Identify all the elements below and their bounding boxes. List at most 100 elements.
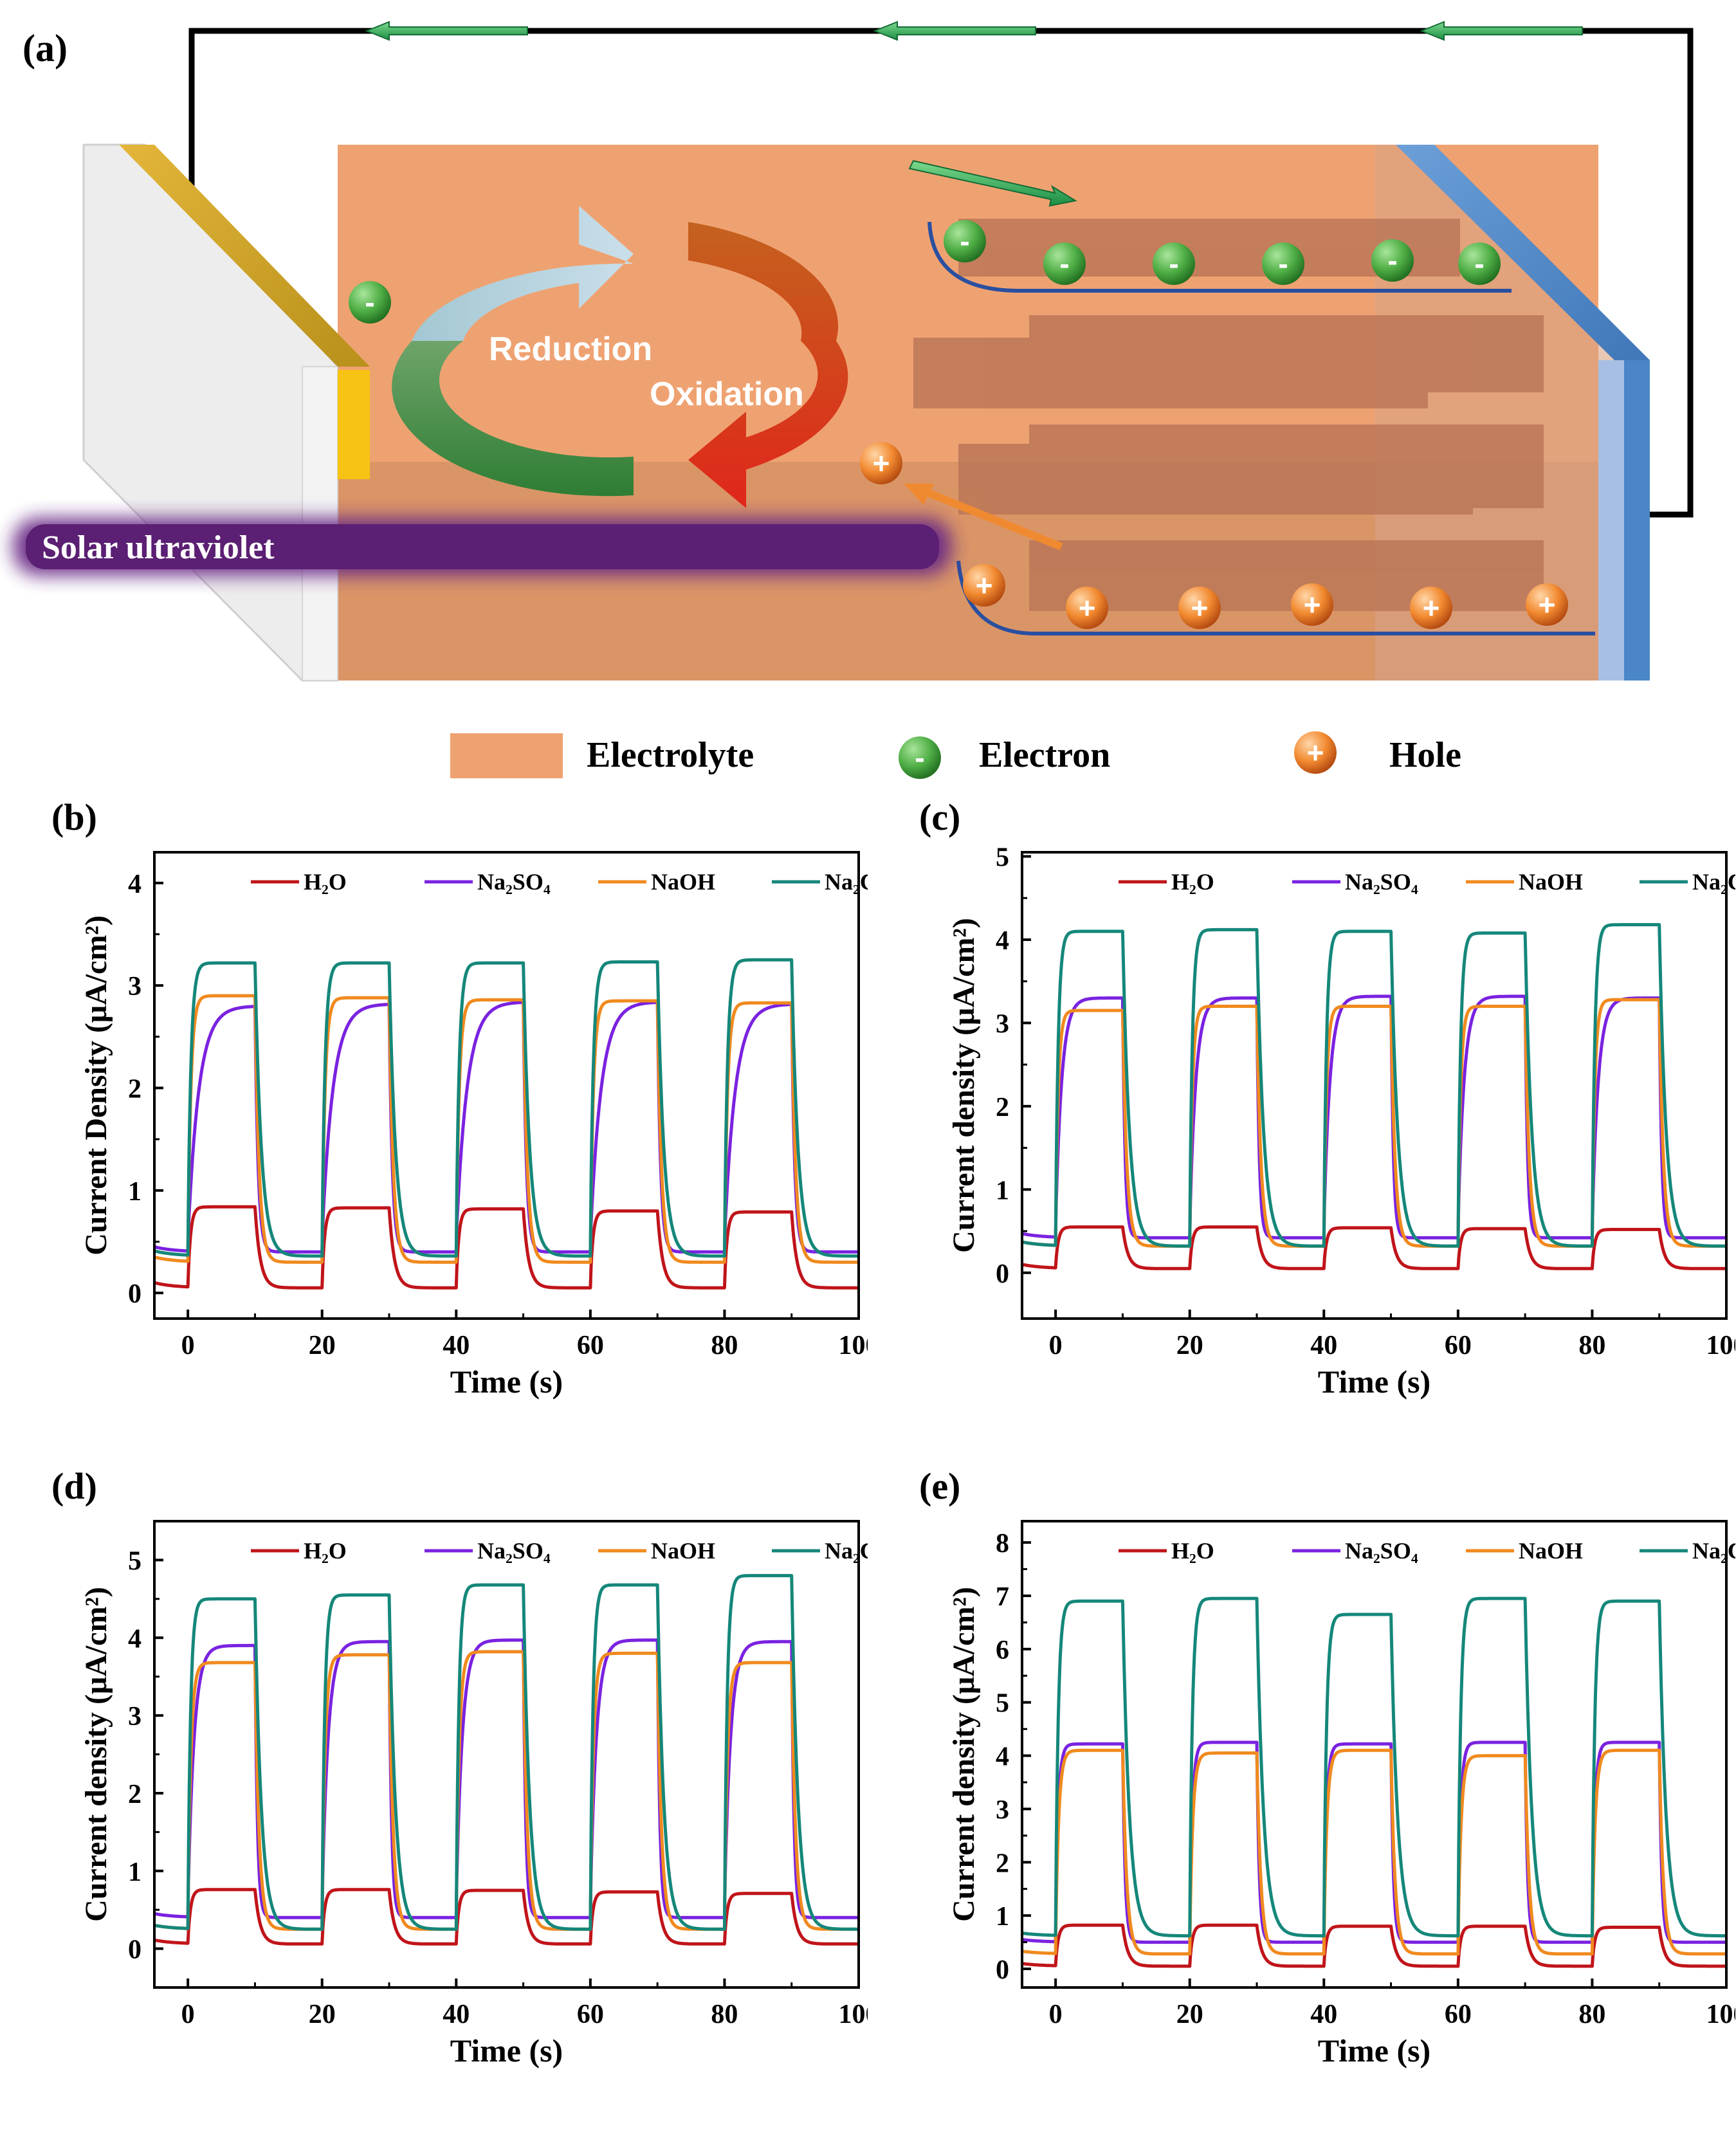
svg-text:+: +	[873, 446, 890, 480]
legend-label: NaOH	[651, 869, 715, 895]
y-tick-label: 0	[996, 1955, 1009, 1985]
legend-label: Na₂SO₄	[1345, 869, 1418, 895]
y-axis-label: Current density (μA/cm²)	[79, 1587, 113, 1922]
electron-particles: -------	[349, 220, 1501, 324]
y-tick-label: 3	[128, 972, 142, 1001]
series-line	[154, 1574, 859, 1931]
x-tick-label: 0	[1049, 2000, 1063, 2029]
x-tick-label: 80	[1578, 2000, 1605, 2029]
hole-particle: +	[963, 564, 1005, 607]
cathode-inner-strip	[1598, 360, 1624, 681]
redox-cycle-arrows	[392, 206, 848, 508]
y-tick-label: 0	[128, 1279, 142, 1309]
hole-particle: +	[1178, 587, 1221, 629]
series-line	[154, 1205, 859, 1290]
y-tick-label: 1	[996, 1902, 1009, 1932]
x-tick-label: 60	[577, 2000, 604, 2029]
series-line	[154, 1000, 859, 1254]
legend-label: NaOH	[1519, 869, 1583, 895]
x-tick-label: 100	[1706, 1331, 1736, 1360]
plot-frame	[1021, 851, 1728, 1320]
solar-ultraviolet-beam	[13, 518, 952, 576]
y-tick-label: 8	[996, 1529, 1009, 1558]
hole-particles: +++++++	[860, 442, 1568, 629]
electron-particle: -	[1262, 242, 1304, 285]
svg-text:+: +	[1423, 591, 1440, 625]
legend-label: Na₂SO₄	[477, 869, 551, 895]
series-line	[154, 958, 859, 1258]
svg-text:-: -	[960, 224, 969, 258]
electron-particle: -	[1458, 242, 1501, 285]
legend-label: H₂O	[1171, 1538, 1214, 1564]
legend-hole-icon: +	[1294, 731, 1337, 774]
svg-text:+: +	[1191, 591, 1209, 625]
legend-label: Na₂SO₄	[1345, 1538, 1418, 1564]
y-tick-label: 2	[128, 1074, 142, 1104]
legend-label: Na₂CO₃	[1692, 1538, 1735, 1564]
conduction-band-curve	[927, 221, 1512, 293]
y-tick-label: 6	[996, 1636, 1009, 1665]
y-tick-label: 2	[128, 1780, 142, 1809]
legend-label: H₂O	[304, 869, 347, 895]
chart-panel-c: (c)020406080100012345Time (s)Current den…	[919, 796, 1736, 1400]
cathode-outer-strip	[1624, 360, 1650, 681]
svg-text:-: -	[1474, 247, 1484, 280]
y-tick-label: 2	[996, 1849, 1009, 1878]
y-tick-label: 3	[128, 1702, 142, 1732]
svg-text:-: -	[1387, 244, 1397, 277]
hole-particle: +	[1066, 587, 1108, 629]
x-tick-label: 100	[839, 1331, 868, 1360]
svg-text:+: +	[976, 569, 993, 602]
series-line	[154, 1638, 859, 1919]
y-tick-label: 4	[128, 870, 142, 899]
electron-particle: -	[1043, 242, 1086, 285]
svg-text:+: +	[1539, 588, 1556, 621]
panel-label: (c)	[919, 796, 960, 838]
panel-label: (b)	[51, 796, 97, 838]
y-tick-label: 1	[996, 1176, 1009, 1205]
x-axis-label: Time (s)	[1318, 1364, 1430, 1400]
x-tick-label: 0	[181, 1331, 195, 1360]
y-axis-label: Current Density (μA/cm²)	[79, 915, 113, 1256]
hole-particle: +	[860, 442, 902, 484]
y-tick-label: 7	[996, 1582, 1009, 1612]
x-tick-label: 60	[577, 1331, 604, 1360]
legend-label: Na₂CO₃	[825, 1538, 868, 1564]
x-tick-label: 60	[1445, 1331, 1472, 1360]
svg-text:-: -	[1278, 247, 1288, 280]
x-axis-label: Time (s)	[450, 1364, 563, 1400]
hole-transfer-arrow	[904, 484, 1063, 551]
legend-electrolyte-label: Electrolyte	[587, 735, 754, 775]
x-tick-label: 80	[711, 1331, 738, 1360]
series-line	[1022, 1741, 1726, 1944]
anode-contact	[338, 370, 370, 479]
x-tick-label: 40	[443, 1331, 470, 1360]
series-line	[1022, 1596, 1726, 1938]
electron-particle: -	[1153, 242, 1195, 285]
hole-particle: +	[1526, 583, 1568, 626]
y-tick-label: 1	[128, 1858, 142, 1887]
y-tick-label: 5	[996, 1689, 1009, 1719]
y-tick-label: 1	[128, 1177, 142, 1207]
legend-electrolyte-swatch	[450, 733, 563, 778]
y-tick-label: 3	[996, 1795, 1009, 1825]
electron-transfer-arrow	[908, 160, 1077, 207]
y-tick-label: 5	[996, 843, 1009, 872]
series-line	[1022, 994, 1726, 1239]
valence-band-curve	[956, 560, 1595, 635]
x-tick-label: 40	[1310, 2000, 1337, 2029]
svg-text:+: +	[1079, 591, 1096, 625]
electron-flow-arrow	[365, 21, 1583, 41]
legend-electron-label: Electron	[979, 735, 1110, 775]
x-tick-label: 100	[839, 2000, 868, 2029]
x-tick-label: 20	[309, 2000, 336, 2029]
x-axis-label: Time (s)	[1318, 2033, 1430, 2069]
y-axis-label: Current density (μA/cm²)	[947, 1587, 981, 1922]
x-tick-label: 0	[181, 2000, 195, 2029]
chart-panel-b: (b)02040608010001234Time (s)Current Dens…	[51, 796, 868, 1400]
electron-particle: -	[1371, 239, 1414, 282]
svg-text:+: +	[1307, 736, 1324, 769]
plot-frame	[1021, 1520, 1728, 1989]
series-line	[1022, 1748, 1726, 1956]
anode-electrode	[119, 145, 370, 367]
